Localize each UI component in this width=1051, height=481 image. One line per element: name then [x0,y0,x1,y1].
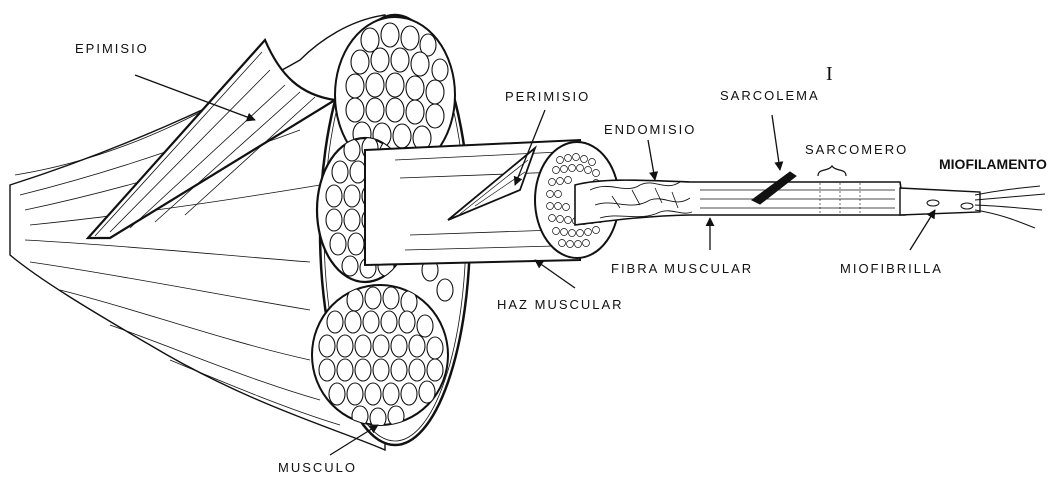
arrow-miofibrilla [910,210,935,250]
label-endomisio: ENDOMISIO [604,123,696,136]
myofibril [900,188,980,215]
arrow-haz-muscular [535,260,575,288]
label-sarcomero: SARCOMERO [805,143,908,156]
sarcomere-brace [818,166,846,176]
label-epimisio: EPIMISIO [75,42,149,55]
label-roman-numeral: I [826,64,833,84]
label-miofilamento: MIOFILAMENTO [939,157,1047,171]
label-haz-muscular: HAZ MUSCULAR [497,298,624,311]
arrow-endomisio [648,140,655,180]
label-musculo: MUSCULO [278,461,357,474]
label-perimisio: PERIMISIO [505,90,590,103]
label-fibra-muscular: FIBRA MUSCULAR [611,262,753,275]
arrow-sarcolema [772,115,780,170]
label-miofibrilla: MIOFIBRILLA [840,262,943,275]
label-sarcolema: SARCOLEMA [720,89,820,102]
muscle-fiber [575,172,905,225]
myofilaments [975,186,1045,228]
